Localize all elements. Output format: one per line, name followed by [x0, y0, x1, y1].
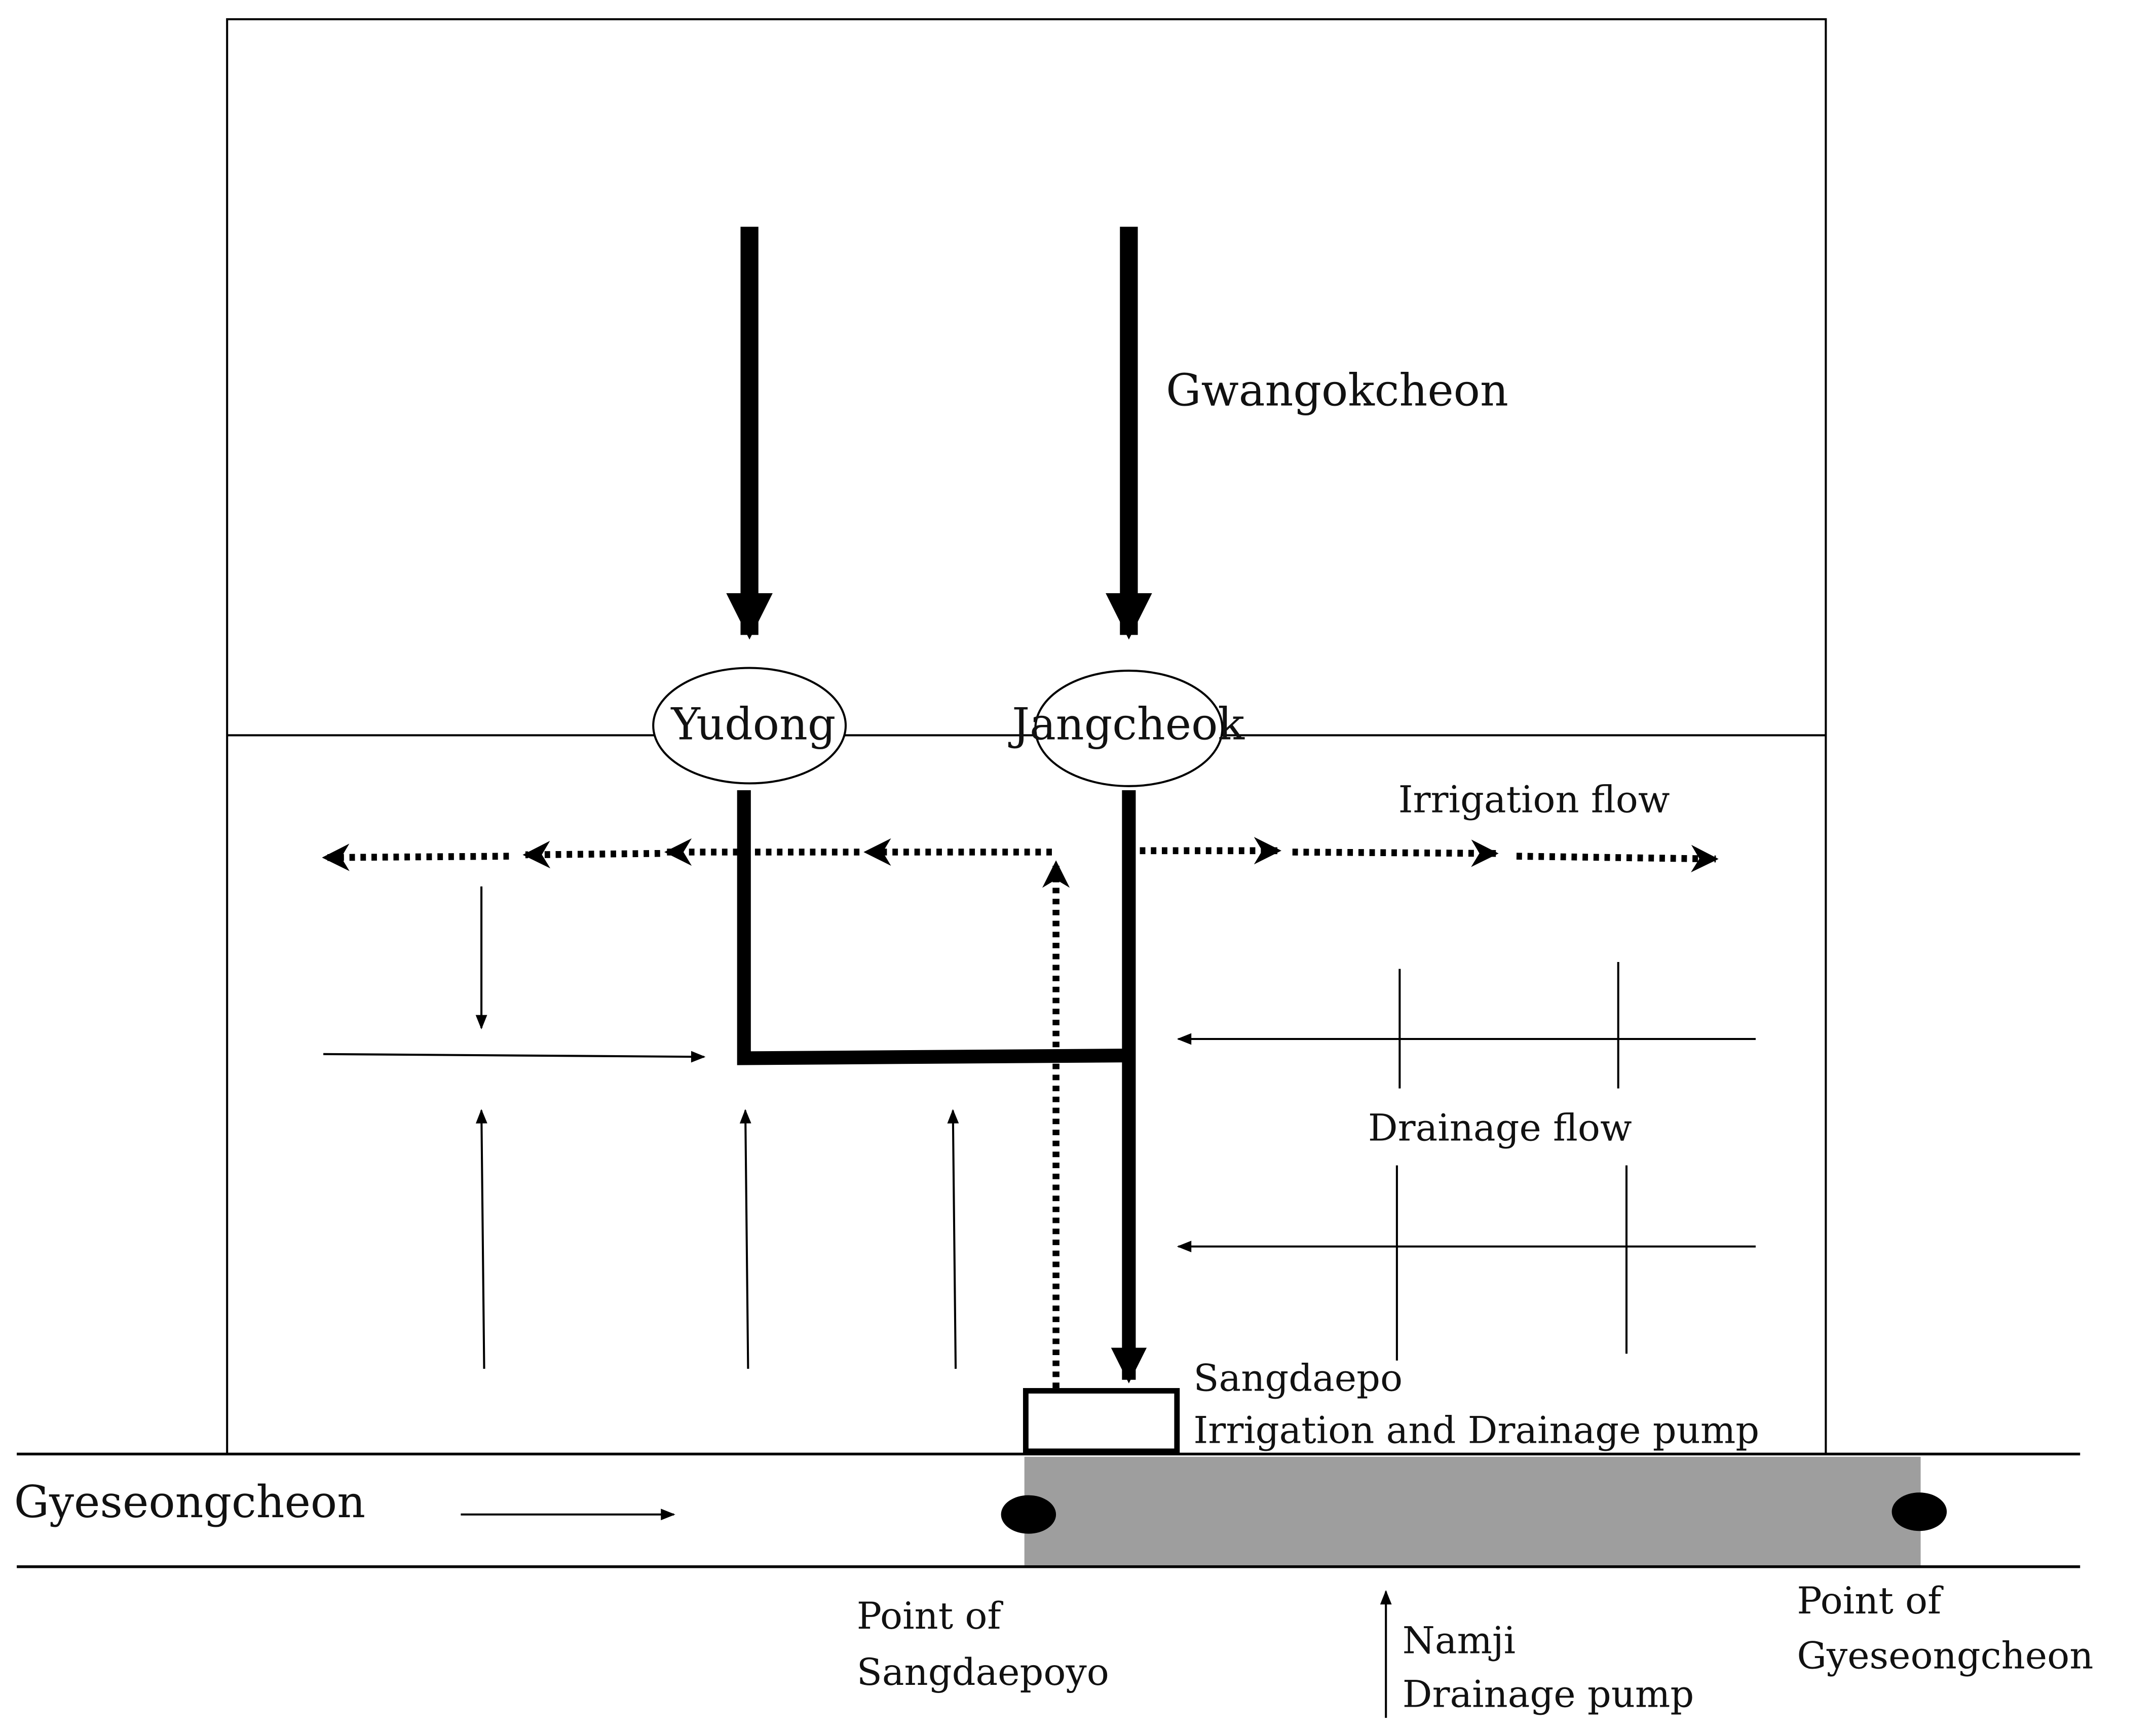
label-irrigation-flow: Irrigation flow: [1398, 778, 1670, 821]
irrigation-flow-arrows: [322, 837, 1719, 1389]
irrigation-arrow-right-3: [1516, 844, 1719, 873]
label-gyeseongcheon: Gyeseongcheon: [14, 1477, 365, 1528]
label-namji: Namji: [1403, 1620, 1516, 1663]
river-section-shaded: [1024, 1456, 1921, 1567]
label-sangdaepo: Sangdaepo: [1193, 1357, 1403, 1400]
label-drainage-flow: Drainage flow: [1368, 1107, 1632, 1150]
label-point-sangdaepoyo-2: Sangdaepoyo: [857, 1651, 1109, 1694]
yudong-channel: [737, 790, 1129, 1065]
drainage-arrow-up-3: [947, 1109, 959, 1369]
node-jangcheok: [1034, 669, 1224, 787]
label-point-sangdaepoyo-1: Point of: [857, 1595, 1004, 1638]
node-yudong: [652, 667, 847, 785]
irrigation-arrow-left-4: [322, 843, 509, 871]
irrigation-arrow-left-3: [522, 840, 660, 869]
irrigation-arrow-right-2: [1292, 839, 1499, 867]
label-point-gyeseongcheon-1: Point of: [1797, 1580, 1944, 1623]
label-sangdaepo-pump: Irrigation and Drainage pump: [1193, 1409, 1759, 1452]
label-gwangokcheon: Gwangokcheon: [1166, 365, 1508, 416]
label-jangcheok: Jangcheok: [1008, 699, 1245, 750]
point-sangdaepoyo-marker: [1001, 1495, 1056, 1534]
drainage-arrow-up-2: [739, 1109, 751, 1369]
label-point-gyeseongcheon-2: Gyeseongcheon: [1797, 1634, 2093, 1677]
label-namji-pump: Drainage pump: [1403, 1673, 1694, 1716]
point-gyeseongcheon-marker: [1892, 1492, 1947, 1531]
drainage-flow-arrows: [323, 886, 1756, 1369]
drainage-arrow-up-1: [475, 1109, 487, 1369]
label-yudong: Yudong: [670, 699, 836, 750]
drainage-arrow-right: [323, 1051, 706, 1063]
sangdaepo-pump-box: [1023, 1388, 1180, 1454]
